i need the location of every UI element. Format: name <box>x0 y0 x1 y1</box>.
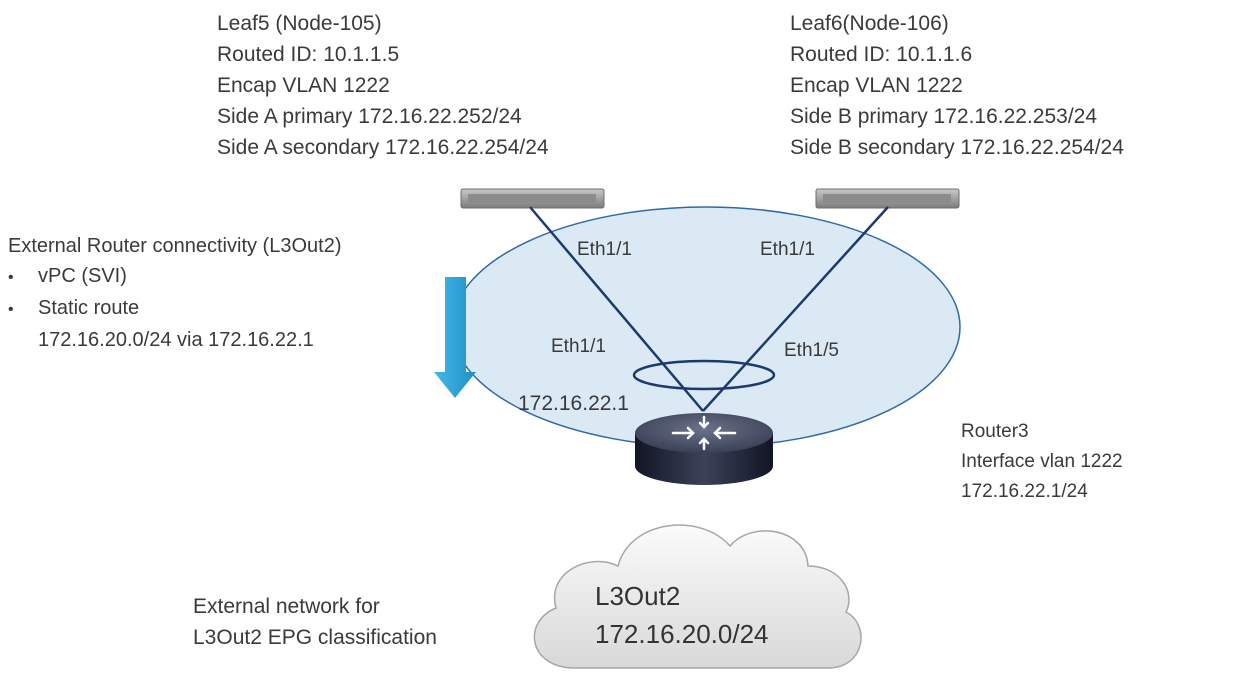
external-network-line-1: External network for <box>193 595 380 618</box>
bullet-item-static-route: • Static route <box>8 293 342 325</box>
bullet-label: Static route <box>38 297 140 319</box>
bullet-item-vpc: • vPC (SVI) <box>8 261 342 293</box>
leaf6-info: Leaf6(Node-106) Routed ID: 10.1.1.6 Enca… <box>790 8 1124 163</box>
leaf5-secondary-ip: Side A secondary 172.16.22.254/24 <box>217 136 549 159</box>
leaf5-switch-icon <box>460 188 605 209</box>
router-ip-label: 172.16.22.1 <box>518 392 629 415</box>
link-leaf5-router <box>529 206 704 412</box>
downward-arrow-icon <box>434 277 476 398</box>
external-network-line-2: L3Out2 EPG classification <box>193 626 437 649</box>
bullet-dot: • <box>8 269 14 286</box>
leaf6-secondary-ip: Side B secondary 172.16.22.254/24 <box>790 136 1124 159</box>
cloud-name: L3Out2 <box>595 581 681 611</box>
bullet-label: vPC (SVI) <box>38 265 127 287</box>
cloud-subnet: 172.16.20.0/24 <box>595 619 769 649</box>
leaf6-router-id: Routed ID: 10.1.1.6 <box>790 43 973 66</box>
leaf6-switch-icon <box>815 188 960 209</box>
leaf5-encap-vlan: Encap VLAN 1222 <box>217 74 390 97</box>
static-route-detail: 172.16.20.0/24 via 172.16.22.1 <box>38 329 314 351</box>
leaf5-router-id: Routed ID: 10.1.1.5 <box>217 43 400 66</box>
router-port-left-label: Eth1/1 <box>551 336 606 357</box>
router3-title: Router3 <box>961 421 1029 442</box>
external-network-description: External network for L3Out2 EPG classifi… <box>193 591 437 653</box>
cloud-icon <box>533 524 862 669</box>
connectivity-description: External Router connectivity (L3Out2) • … <box>8 231 342 355</box>
cloud-label: L3Out2 172.16.20.0/24 <box>595 577 769 653</box>
router3-ip: 172.16.22.1/24 <box>961 481 1088 502</box>
bullet-dot: • <box>8 301 14 318</box>
port-channel-ring <box>632 359 776 391</box>
router3-info: Router3 Interface vlan 1222 172.16.22.1/… <box>961 417 1123 507</box>
leaf5-port-label: Eth1/1 <box>577 239 632 260</box>
leaf5-info: Leaf5 (Node-105) Routed ID: 10.1.1.5 Enc… <box>217 8 549 163</box>
router3-icon <box>635 413 773 485</box>
router-port-right-label: Eth1/5 <box>784 340 839 361</box>
link-leaf6-router <box>702 206 889 412</box>
leaf6-port-label: Eth1/1 <box>760 239 815 260</box>
router3-interface: Interface vlan 1222 <box>961 451 1123 472</box>
leaf6-primary-ip: Side B primary 172.16.22.253/24 <box>790 105 1098 128</box>
leaf6-title: Leaf6(Node-106) <box>790 12 949 35</box>
leaf5-title: Leaf5 (Node-105) <box>217 12 382 35</box>
leaf5-primary-ip: Side A primary 172.16.22.252/24 <box>217 105 522 128</box>
leaf6-encap-vlan: Encap VLAN 1222 <box>790 74 963 97</box>
connectivity-title: External Router connectivity (L3Out2) <box>8 235 342 257</box>
